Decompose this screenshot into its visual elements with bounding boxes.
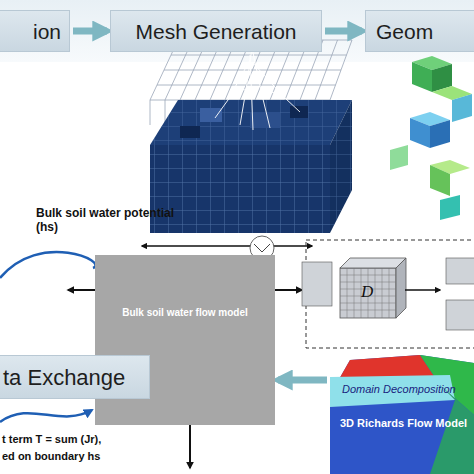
annotation-text: ed on boundary hs — [2, 450, 100, 462]
dimension-arrow — [142, 245, 312, 247]
drawing-part — [150, 100, 151, 125]
drawing-part — [252, 48, 270, 128]
node-text: Bulk soil water flow model — [95, 255, 275, 318]
drawing-part — [389, 268, 390, 318]
root-system — [215, 48, 300, 130]
drawing-part — [232, 88, 246, 90]
drawing-part — [354, 268, 355, 318]
flow-arrow — [73, 28, 107, 35]
drawing-part — [150, 145, 330, 233]
drawing-part — [430, 165, 450, 196]
drawing-part — [200, 108, 222, 122]
drawing-part — [340, 268, 396, 318]
zoom-mark — [254, 244, 270, 252]
drawing-part — [302, 262, 332, 306]
drawing-part — [440, 195, 460, 220]
drawing-part — [330, 375, 455, 407]
stage-box: Geom — [365, 10, 474, 52]
drawing-part — [262, 92, 275, 95]
richards-map: Domain Decomposition 3D Richards Flow Mod… — [330, 355, 474, 474]
drawing-part — [412, 62, 432, 92]
node-text: Domain Decomposition — [342, 383, 456, 395]
drawing-part — [430, 385, 474, 474]
drawing-part — [330, 355, 474, 474]
drawing-part — [340, 275, 396, 276]
drawing-part — [396, 258, 406, 318]
node-text: ion — [0, 11, 69, 44]
drawing-part — [382, 268, 383, 318]
sink-curve — [0, 410, 92, 422]
stage-box: ion — [0, 10, 70, 52]
drawing-part — [452, 94, 472, 122]
node-text: Geom — [366, 11, 474, 44]
map-shape — [330, 355, 474, 474]
drawing-part — [150, 100, 352, 145]
drawing-part — [330, 100, 352, 233]
potential-curve — [0, 252, 96, 278]
drawing-part — [410, 118, 430, 148]
node-text: Mesh Generation — [111, 11, 321, 44]
drawing-part — [250, 55, 253, 130]
drawing-part — [171, 55, 347, 56]
drawing-part — [430, 120, 450, 148]
drawing-part — [390, 145, 408, 170]
flow-model-box: Bulk soil water flow model — [95, 255, 275, 425]
voxel-block — [150, 100, 352, 233]
exchange-box: ta Exchange — [0, 355, 150, 399]
drawing-part — [375, 268, 376, 318]
drawing-part — [252, 62, 300, 112]
drawing-part — [150, 100, 352, 145]
flow-arrow — [278, 377, 327, 384]
drawing-part — [180, 126, 200, 138]
drawing-part — [250, 112, 280, 128]
drawing-part — [405, 289, 440, 291]
flow-arrow — [325, 28, 362, 35]
drawing-part — [340, 303, 396, 304]
domain-symbol: D — [361, 282, 373, 302]
drawing-part — [347, 268, 348, 318]
drawing-part — [340, 268, 396, 318]
node-text: 3D Richards Flow Model — [340, 417, 467, 429]
drawing-part — [446, 258, 474, 284]
drawing-part — [150, 145, 330, 233]
annotation-text: Bulk soil water potential (hs) — [36, 206, 186, 234]
drawing-part — [330, 100, 352, 233]
drawing-part — [215, 60, 250, 118]
domain-grid — [302, 258, 474, 330]
geometry-cubes — [390, 56, 472, 220]
drawing-part — [290, 106, 308, 118]
drawing-part — [446, 300, 474, 330]
drawing-part — [164, 70, 341, 71]
drawing-part — [340, 310, 396, 311]
annotation-text: t term T = sum (Jr), — [2, 433, 101, 445]
drawing-part — [340, 258, 406, 268]
node-text: ta Exchange — [0, 356, 149, 391]
stage-box: Mesh Generation — [110, 10, 322, 52]
